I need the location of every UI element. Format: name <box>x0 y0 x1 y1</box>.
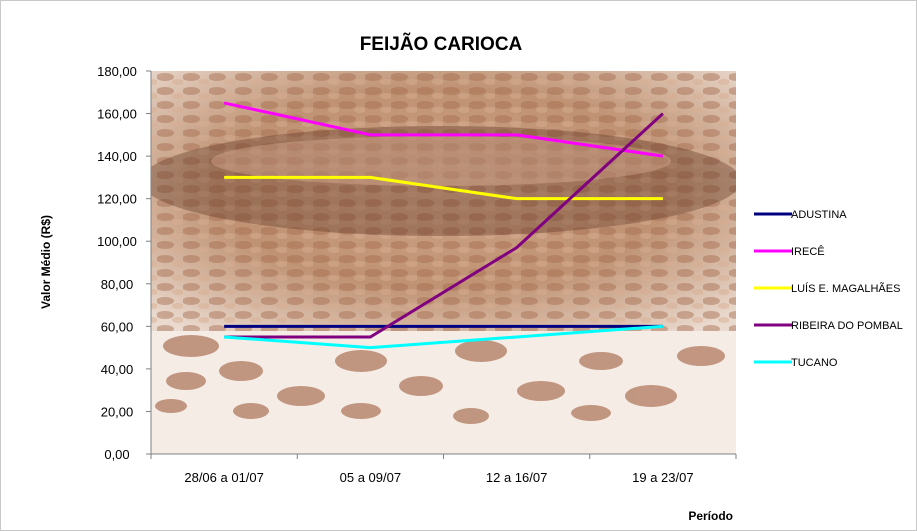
y-tick-label: 0,00 <box>104 447 129 462</box>
y-tick-label: 160,00 <box>97 107 137 122</box>
legend: ADUSTINA IRECÊ LUÍS E. MAGALHÃES RIBEIRA DO… <box>754 209 903 369</box>
legend-label-adustina: ADUSTINA <box>791 209 847 221</box>
y-tick-label: 20,00 <box>101 404 134 419</box>
bean-photo-background <box>151 71 736 454</box>
series-line-luis-e-magalhaes <box>224 175 663 201</box>
x-tick-label: 05 a 09/07 <box>340 470 401 485</box>
legend-label-luis-e-magalhaes: LUÍS E. MAGALHÃES <box>791 282 900 295</box>
y-tick-label: 80,00 <box>101 277 134 292</box>
y-tick-label: 180,00 <box>97 64 137 79</box>
y-axis-ticks: 0,00 20,00 40,00 60,00 80,00 100,00 120,00 140,… <box>97 64 151 462</box>
legend-label-tucano: TUCANO <box>791 357 838 369</box>
x-axis-label: Período <box>688 509 733 523</box>
x-axis-ticks: 28/06 a 01/07 05 a 09/07 12 a 16/07 19 a 23… <box>150 454 737 485</box>
legend-label-irece: IRECÊ <box>791 245 825 258</box>
chart-title: FEIJÃO CARIOCA <box>360 33 523 55</box>
x-tick-label: 12 a 16/07 <box>486 470 547 485</box>
y-tick-label: 40,00 <box>101 362 134 377</box>
y-tick-label: 120,00 <box>97 192 137 207</box>
x-tick-label: 19 a 23/07 <box>632 470 693 485</box>
y-tick-label: 100,00 <box>97 234 137 249</box>
y-tick-label: 140,00 <box>97 149 137 164</box>
series-line-irece <box>223 101 664 158</box>
series-lines <box>223 101 664 350</box>
y-tick-label: 60,00 <box>101 319 134 334</box>
series-line-tucano <box>224 324 663 350</box>
series-line-ribeira-do-pombal <box>224 112 664 339</box>
x-tick-label: 28/06 a 01/07 <box>184 470 264 485</box>
legend-label-ribeira-do-pombal: RIBEIRA DO POMBAL <box>791 320 903 332</box>
y-axis-label: Valor Médio (R$) <box>39 215 53 309</box>
